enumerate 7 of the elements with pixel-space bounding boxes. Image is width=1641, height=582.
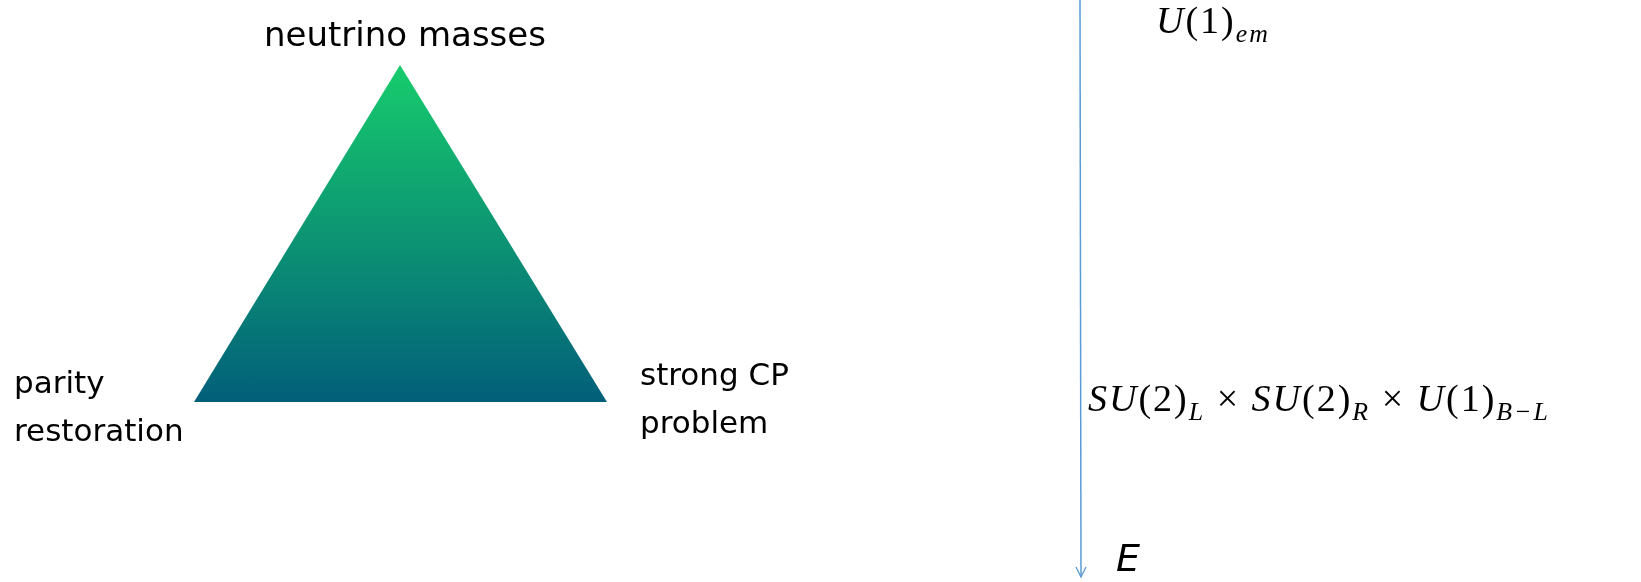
- axis-label: E: [1116, 536, 1140, 580]
- triangle-shape: [194, 65, 607, 402]
- vertex-label: neutrino masses: [264, 13, 546, 56]
- vertex-label: parity restoration: [14, 363, 185, 451]
- symmetry-group-label: SU(2)$_{L}$ × SU(2)$_{R}$ × U(1)$_{B−L}$: [1088, 376, 1550, 427]
- symmetry-group-label: U(1)$_{em}$: [1156, 0, 1270, 49]
- vertex-label: strong CP problem: [640, 355, 790, 443]
